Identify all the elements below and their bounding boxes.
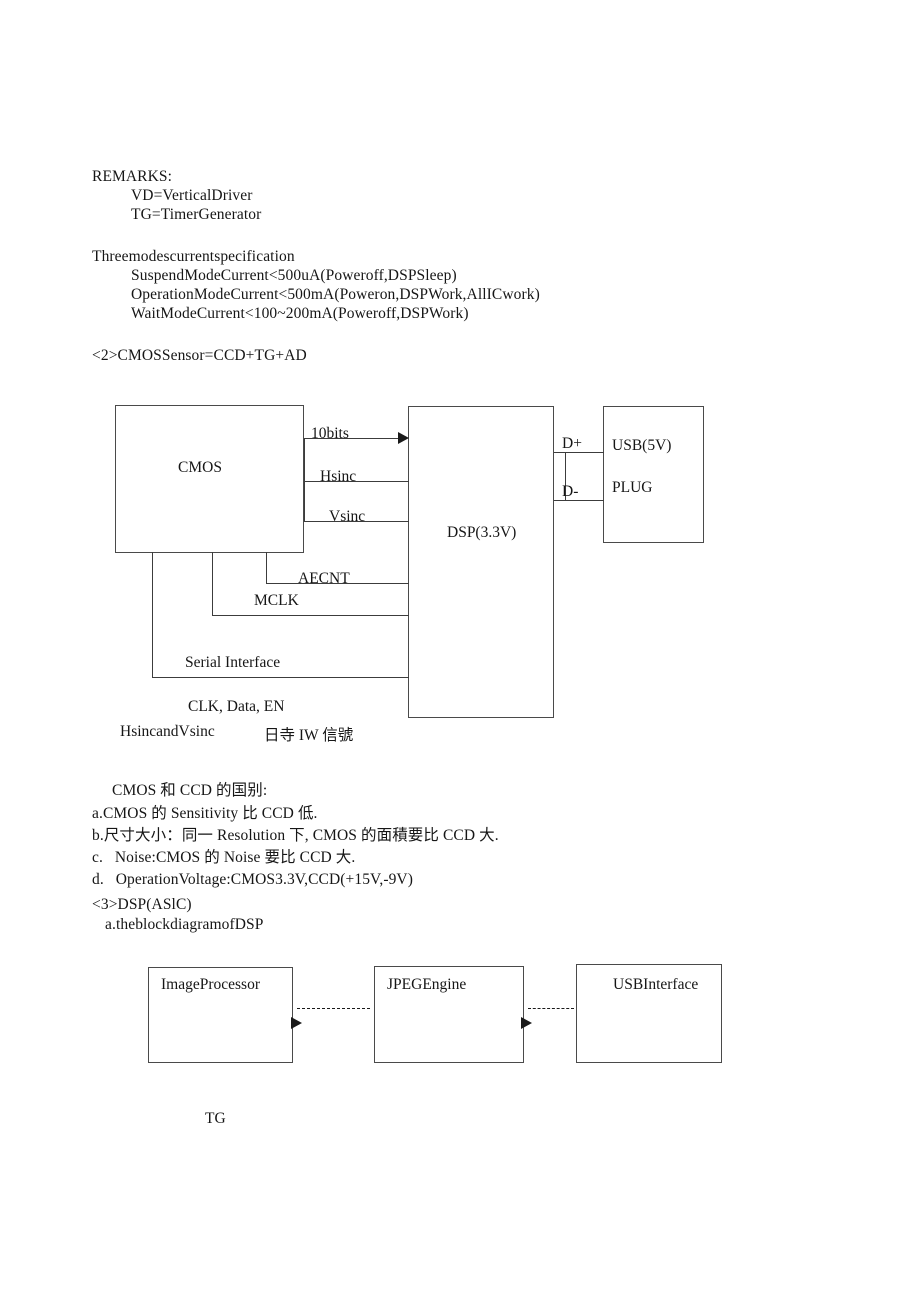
signal-label-vsinc: Vsinc [329, 508, 366, 525]
usb-plug-label-line2: PLUG [612, 479, 653, 496]
signal-tie-usb [565, 452, 566, 500]
signal-label-dminus: D- [562, 483, 579, 500]
signal-line-10bits [304, 438, 404, 439]
signal-line-serial-interface [152, 677, 409, 678]
signal-drop-serial-interface [152, 552, 153, 677]
comparison-heading: CMOS 和 CCD 的国别: [112, 782, 268, 799]
diagram-caption-timing-signal: 日寺 IW 信號 [264, 727, 354, 744]
comparison-item-a: a.CMOS 的 Sensitivity 比 CCD 低. [92, 805, 318, 822]
operation-mode-line: OperationModeCurrent<500mA(Poweron,DSPWo… [131, 286, 540, 303]
image-processor-label: ImageProcessor [161, 976, 260, 993]
signal-line-dminus [554, 500, 604, 501]
signal-line-vsinc [304, 521, 409, 522]
usb-interface-block [576, 964, 722, 1063]
dsp-block-label: DSP(3.3V) [447, 524, 517, 541]
arrow-jpeg-engine-to-usb-interface-icon [521, 1017, 532, 1029]
usb-plug-label-line1: USB(5V) [612, 437, 672, 454]
dsp-block [408, 406, 554, 718]
remarks-line-vd: VD=VerticalDriver [131, 187, 253, 204]
jpeg-engine-label: JPEGEngine [387, 976, 467, 993]
connector-jpeg-engine-to-usb-interface [528, 1008, 574, 1009]
remarks-line-tg: TG=TimerGenerator [131, 206, 262, 223]
section-2-heading: <2>CMOSSensor=CCD+TG+AD [92, 347, 307, 364]
signal-drop-aecnt [266, 552, 267, 583]
comparison-item-c: c. Noise:CMOS 的 Noise 要比 CCD 大. [92, 849, 356, 866]
signal-line-hsinc [304, 481, 409, 482]
signal-drop-mclk [212, 552, 213, 615]
comparison-item-b: b.尺寸大小：同一 Resolution 下, CMOS 的面積要比 CCD 大… [92, 827, 499, 844]
image-processor-block [148, 967, 293, 1063]
arrow-image-processor-to-jpeg-engine-icon [291, 1017, 302, 1029]
suspend-mode-line: SuspendModeCurrent<500uA(Poweroff,DSPSle… [131, 267, 457, 284]
usb-interface-label: USBInterface [613, 976, 699, 993]
signal-label-serial-interface: Serial Interface [185, 654, 281, 671]
signal-label-aecnt: AECNT [298, 570, 350, 587]
diagram-caption-clk-data-en: CLK, Data, EN [188, 698, 285, 715]
cmos-block [115, 405, 304, 553]
usb-plug-block [603, 406, 704, 543]
arrow-10bits-icon [398, 432, 409, 444]
dsp-diagram-footer-label: TG [205, 1110, 226, 1127]
signal-line-aecnt [266, 583, 409, 584]
section-3-subheading: a.theblockdiagramofDSP [105, 916, 264, 933]
connector-image-processor-to-jpeg-engine [297, 1008, 370, 1009]
signal-label-hsinc: Hsinc [320, 468, 357, 485]
cmos-block-label: CMOS [178, 459, 222, 476]
signal-label-10bits: 10bits [311, 425, 349, 442]
signal-label-mclk: MCLK [254, 592, 299, 609]
wait-mode-line: WaitModeCurrent<100~200mA(Poweroff,DSPWo… [131, 305, 469, 322]
signal-label-dplus: D+ [562, 435, 582, 452]
diagram-caption-hsinc-vsinc: HsincandVsinc [120, 723, 215, 740]
signal-stub-hsinc [304, 438, 305, 481]
comparison-item-d: d. OperationVoltage:CMOS3.3V,CCD(+15V,-9… [92, 871, 413, 888]
signal-stub-vsinc [304, 481, 305, 521]
jpeg-engine-block [374, 966, 524, 1063]
three-modes-heading: Threemodescurrentspecification [92, 248, 295, 265]
signal-line-dplus [554, 452, 604, 453]
signal-line-mclk [212, 615, 409, 616]
section-3-heading: <3>DSP(ASlC) [92, 896, 192, 913]
remarks-heading: REMARKS: [92, 168, 173, 185]
